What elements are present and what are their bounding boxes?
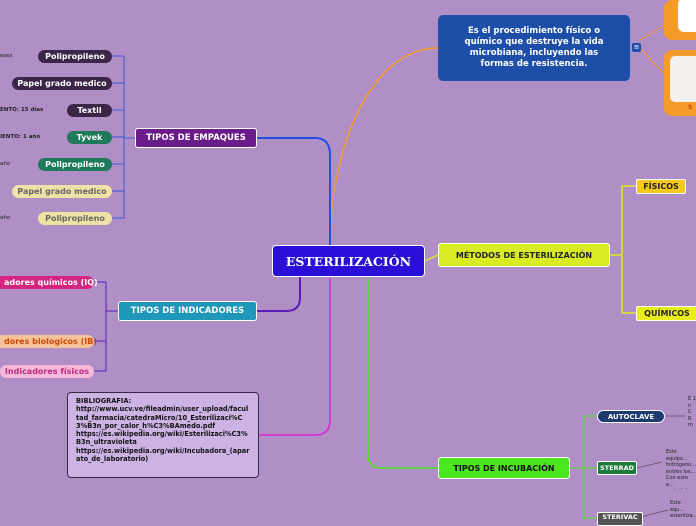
incubacion-note: Este equipo... hidrógeno... entres los..… bbox=[666, 449, 696, 489]
indicador-item[interactable]: Indicadores físicos bbox=[0, 365, 94, 378]
root-label: ESTERILIZACIÓN bbox=[285, 253, 412, 269]
empaque-item[interactable]: Polipropileno bbox=[38, 50, 112, 63]
indicador-item[interactable]: dores biologicos (IB) bbox=[0, 335, 97, 348]
empaque-note: año bbox=[0, 215, 11, 221]
orange-node-bottom[interactable]: S bbox=[664, 50, 696, 116]
incubacion-autoclave[interactable]: AUTOCLAVE bbox=[597, 410, 665, 423]
incubacion-sterivac[interactable]: STERIVAC bbox=[597, 512, 643, 526]
bibliografia-title: BIBLIOGRAFIA: bbox=[76, 397, 132, 405]
incubacion-label: TIPOS DE INCUBACIÓN bbox=[453, 463, 555, 473]
definition-text: Es el procedimiento físico o químico que… bbox=[464, 26, 604, 69]
metodos-label: MÉTODOS DE ESTERILIZACIÓN bbox=[455, 250, 593, 260]
empaque-note: año bbox=[0, 161, 11, 167]
empaque-item[interactable]: Tyvek bbox=[67, 131, 112, 144]
bibliografia-link[interactable]: https://es.wikipedia.org/wiki/Incubadora… bbox=[76, 446, 250, 464]
definition-node[interactable]: Es el procedimiento físico o químico que… bbox=[438, 15, 630, 81]
indicadores-label: TIPOS DE INDICADORES bbox=[130, 306, 245, 316]
empaques-node[interactable]: TIPOS DE EMPAQUES bbox=[135, 128, 257, 148]
autoclave-note: E 1 n C R m bbox=[688, 396, 696, 428]
metodo-quimicos[interactable]: QUÍMICOS bbox=[636, 306, 696, 321]
empaque-item[interactable]: Papel grado medico bbox=[12, 185, 112, 198]
empaque-note: eses bbox=[0, 53, 13, 59]
empaque-note: ENTO: 15 días bbox=[0, 107, 44, 113]
orange-node-top[interactable] bbox=[664, 0, 696, 40]
empaque-item[interactable]: Papel grado medico bbox=[12, 77, 112, 90]
empaque-item[interactable]: Textil bbox=[67, 104, 112, 117]
indicador-item[interactable]: adores químicos (IQ) bbox=[0, 276, 98, 289]
empaque-note: IENTO: 1 año bbox=[0, 134, 41, 140]
bibliografia-node[interactable]: BIBLIOGRAFIA: http://www.ucv.ve/fileadmi… bbox=[67, 392, 259, 478]
note-icon[interactable]: ≡ bbox=[632, 43, 641, 52]
root-node[interactable]: ESTERILIZACIÓN bbox=[272, 245, 425, 277]
indicadores-node[interactable]: TIPOS DE INDICADORES bbox=[118, 301, 257, 321]
bibliografia-link[interactable]: http://www.ucv.ve/fileadmin/user_upload/… bbox=[76, 405, 249, 430]
incubacion-note: Este equ... esteriliza... tres hora... bbox=[670, 500, 696, 520]
metodo-fisicos[interactable]: FÍSICOS bbox=[636, 179, 686, 194]
incubacion-sterrad[interactable]: STERRAD bbox=[597, 461, 637, 475]
bibliografia-link[interactable]: https://es.wikipedia.org/wiki/Esteriliza… bbox=[76, 430, 248, 447]
empaque-item[interactable]: Polipropileno bbox=[38, 158, 112, 171]
empaque-item[interactable]: Polipropileno bbox=[38, 212, 112, 225]
incubacion-node[interactable]: TIPOS DE INCUBACIÓN bbox=[438, 457, 570, 479]
metodos-node[interactable]: MÉTODOS DE ESTERILIZACIÓN bbox=[438, 243, 610, 267]
empaques-label: TIPOS DE EMPAQUES bbox=[146, 133, 246, 143]
